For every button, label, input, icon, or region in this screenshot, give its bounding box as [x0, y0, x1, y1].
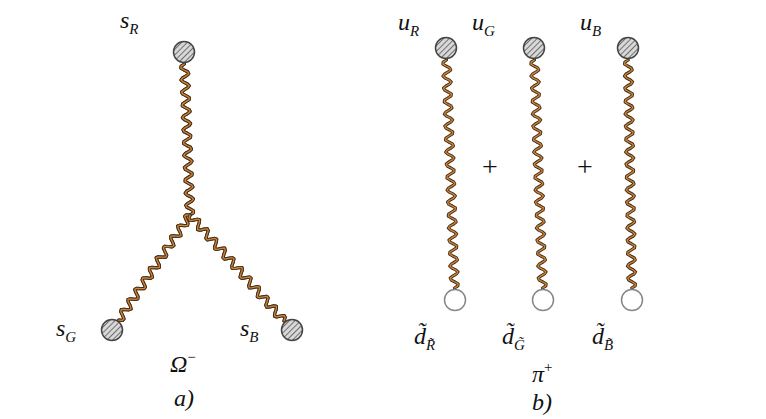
gluon-line	[119, 64, 194, 320]
quark-label: uG	[472, 8, 495, 40]
quark-label: uB	[580, 8, 601, 40]
particle-name: Ω−	[170, 348, 196, 379]
quark-ball: uG	[522, 36, 546, 60]
gluon-line	[181, 64, 285, 321]
quark-ball: sG	[100, 318, 124, 342]
quark-label: sR	[120, 6, 139, 38]
quark-ball: uR	[434, 36, 458, 60]
panel-letter: b)	[532, 388, 552, 417]
quark-label: sG	[56, 314, 76, 346]
antiquark-circle: d̃G̃	[531, 288, 555, 312]
quark-ball: sB	[280, 318, 304, 342]
gluon-line	[119, 215, 286, 321]
circle-shape	[434, 36, 458, 60]
quark-label: sB	[240, 314, 259, 346]
quark-label: d̃G̃	[502, 322, 525, 354]
plus-sign: +	[577, 150, 593, 184]
circle-shape	[280, 318, 304, 342]
quark-ball: sR	[172, 40, 196, 64]
circle-shape	[443, 288, 467, 312]
panel-letter: a)	[174, 384, 194, 413]
gluon-line	[625, 60, 636, 288]
antiquark-circle: d̃B̃	[620, 288, 644, 312]
plus-sign: +	[482, 150, 498, 184]
circle-shape	[100, 318, 124, 342]
gluon-line	[531, 60, 546, 288]
circle-shape	[531, 288, 555, 312]
quark-label: d̃B̃	[592, 322, 613, 354]
circle-shape	[616, 36, 640, 60]
circle-shape	[522, 36, 546, 60]
gluon-line	[443, 60, 458, 288]
particle-name: π+	[532, 358, 553, 389]
antiquark-circle: d̃R̃	[443, 288, 467, 312]
quark-label: uR	[398, 8, 419, 40]
quark-label: d̃R̃	[414, 322, 435, 354]
quark-ball: uB	[616, 36, 640, 60]
circle-shape	[172, 40, 196, 64]
circle-shape	[620, 288, 644, 312]
